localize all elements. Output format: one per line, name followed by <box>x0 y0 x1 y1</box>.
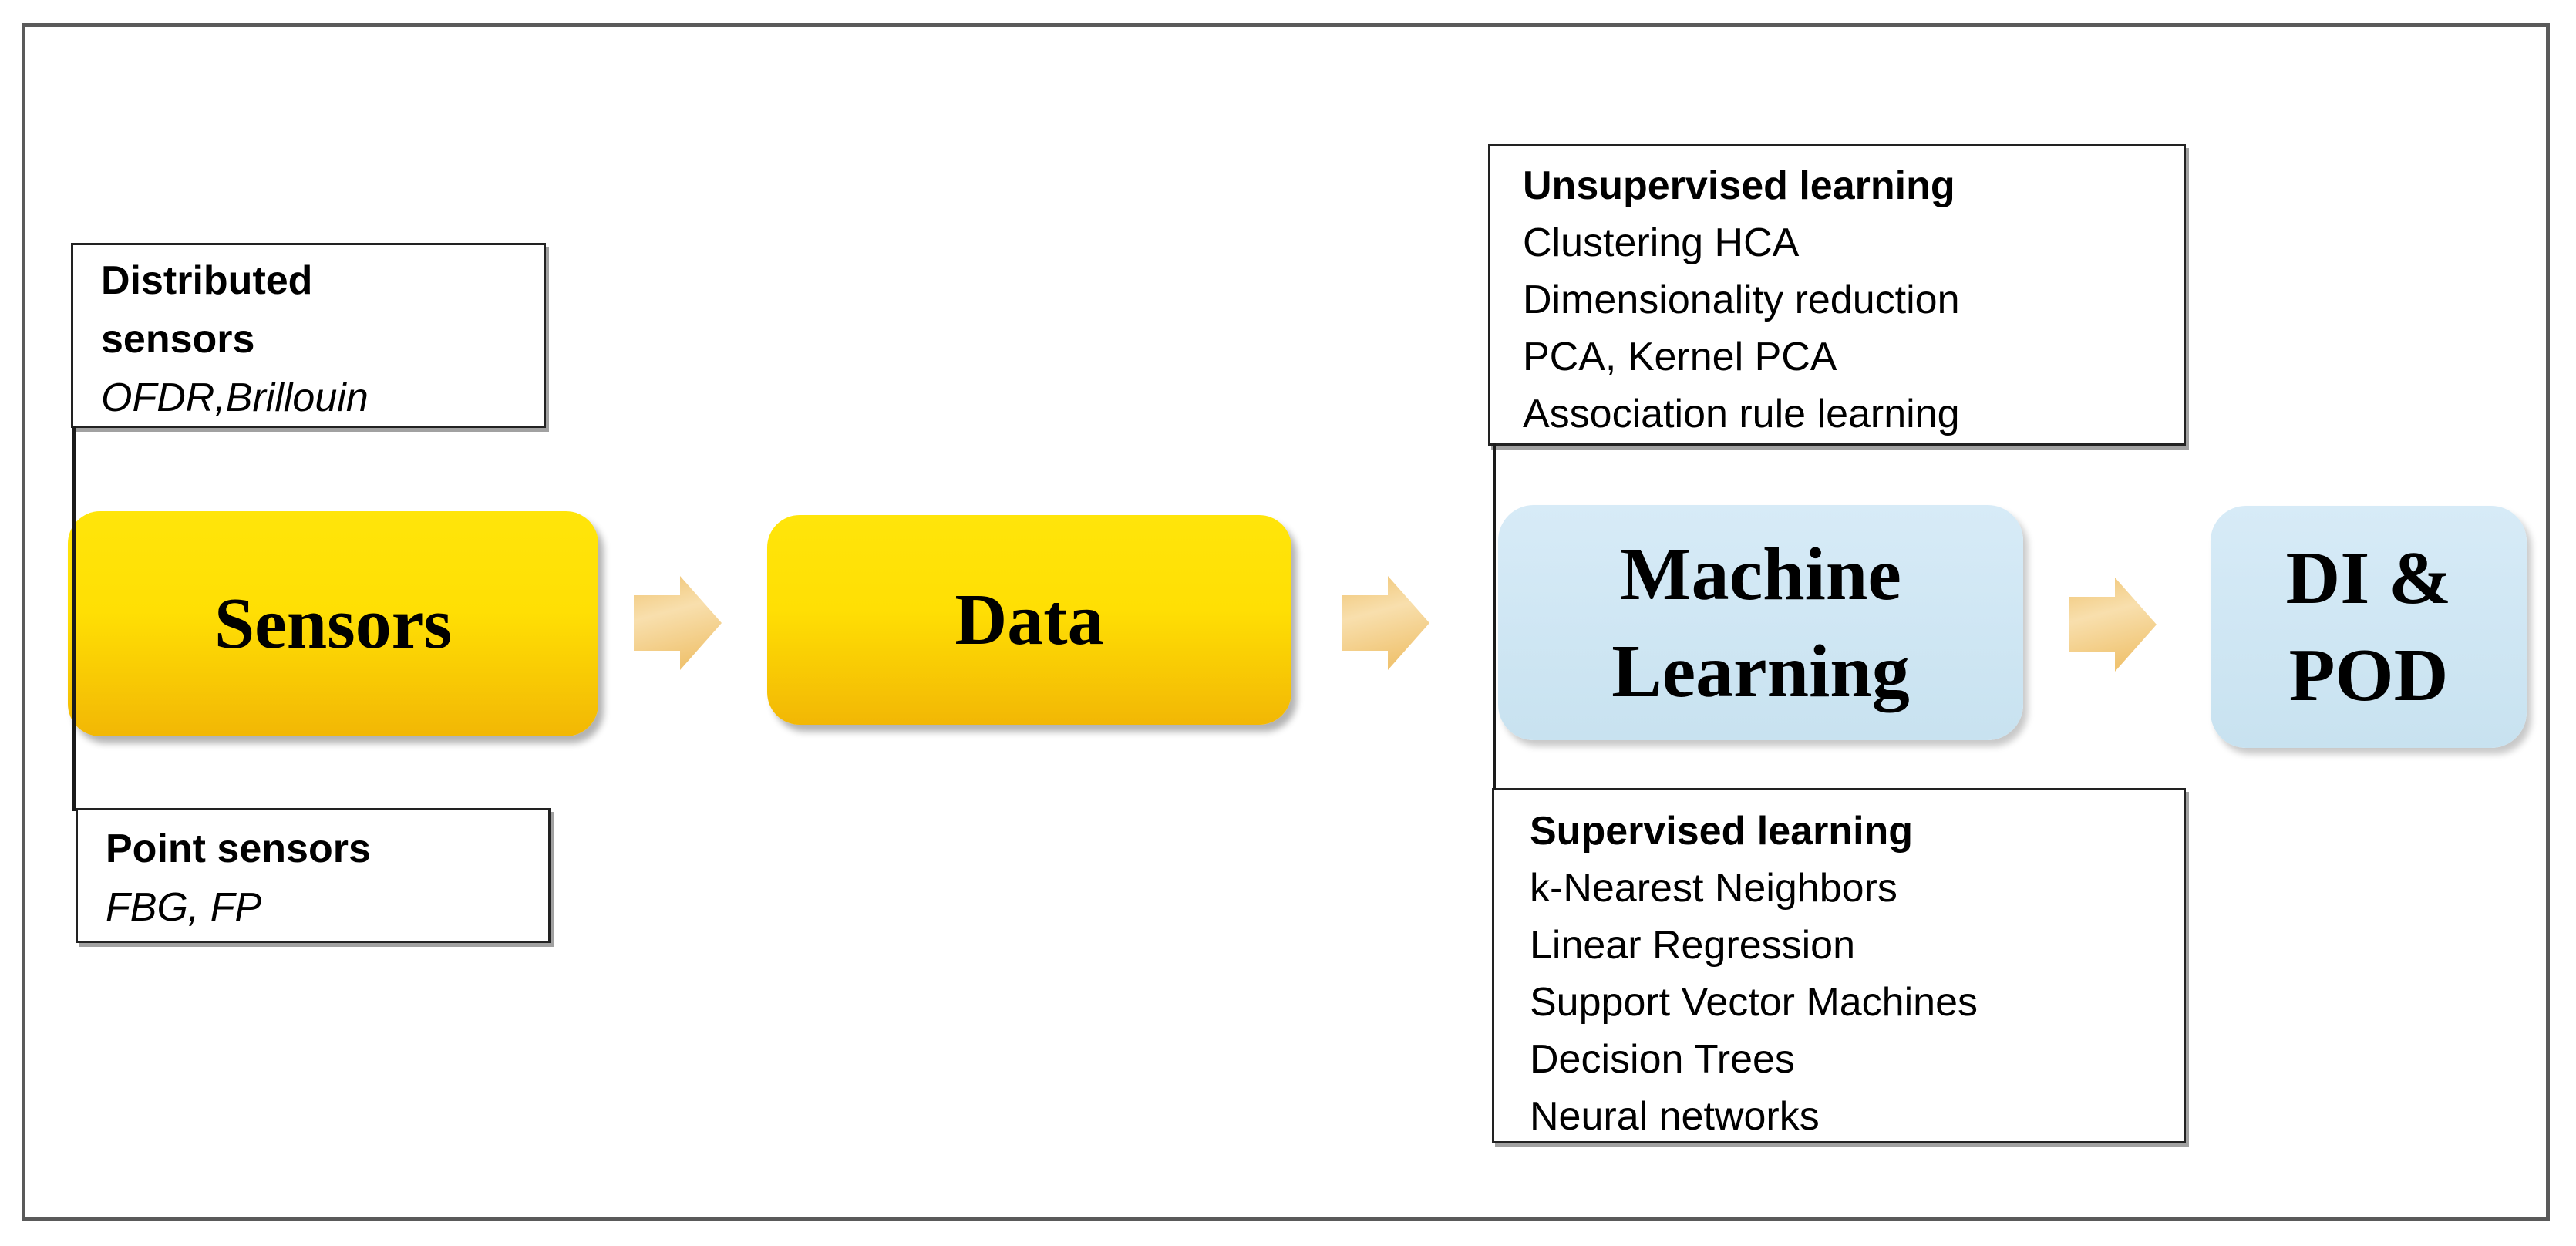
note-unsupervised-item: Clustering HCA <box>1523 221 1800 265</box>
note-point-title: Point sensors <box>106 827 371 871</box>
node-di-pod-label-line1: DI & <box>2285 537 2452 620</box>
connector-line-left <box>72 426 76 811</box>
arrow-right-icon <box>1342 576 1429 670</box>
note-supervised-item: k-Nearest Neighbors <box>1530 866 1897 911</box>
note-unsupervised-item: Association rule learning <box>1523 392 1960 436</box>
node-data-label: Data <box>955 580 1104 660</box>
arrow-right-icon <box>2069 578 2157 672</box>
note-distributed-sensors: Distributed sensors OFDR,Brillouin <box>71 243 546 428</box>
node-machine-learning: Machine Learning <box>1498 505 2023 740</box>
arrow-right-icon <box>634 576 722 670</box>
node-data: Data <box>767 515 1291 725</box>
note-distributed-detail: OFDR,Brillouin <box>101 375 369 420</box>
note-supervised-item: Support Vector Machines <box>1530 980 1978 1025</box>
note-distributed-title-line2: sensors <box>101 317 255 362</box>
note-supervised-title: Supervised learning <box>1530 809 1914 854</box>
node-machine-learning-label-line1: Machine <box>1620 532 1901 616</box>
note-supervised-item: Linear Regression <box>1530 923 1856 968</box>
note-distributed-title-line1: Distributed <box>101 258 313 303</box>
node-machine-learning-label-line2: Learning <box>1611 629 1910 713</box>
note-point-detail: FBG, FP <box>106 885 262 930</box>
node-sensors: Sensors <box>68 511 598 736</box>
note-unsupervised-title: Unsupervised learning <box>1523 163 1955 208</box>
note-supervised-item: Neural networks <box>1530 1094 1820 1139</box>
node-di-pod-label-line2: POD <box>2288 634 2449 717</box>
diagram-frame <box>22 23 2550 1221</box>
connector-line-right <box>1493 443 1496 790</box>
note-unsupervised-item: PCA, Kernel PCA <box>1523 335 1837 379</box>
note-unsupervised-item: Dimensionality reduction <box>1523 278 1960 322</box>
note-unsupervised-learning: Unsupervised learning Clustering HCA Dim… <box>1488 144 2186 446</box>
node-di-pod: DI & POD <box>2211 506 2527 748</box>
note-supervised-learning: Supervised learning k-Nearest Neighbors … <box>1492 788 2186 1143</box>
note-point-sensors: Point sensors FBG, FP <box>76 808 551 943</box>
note-supervised-item: Decision Trees <box>1530 1037 1795 1082</box>
node-sensors-label: Sensors <box>214 584 453 664</box>
